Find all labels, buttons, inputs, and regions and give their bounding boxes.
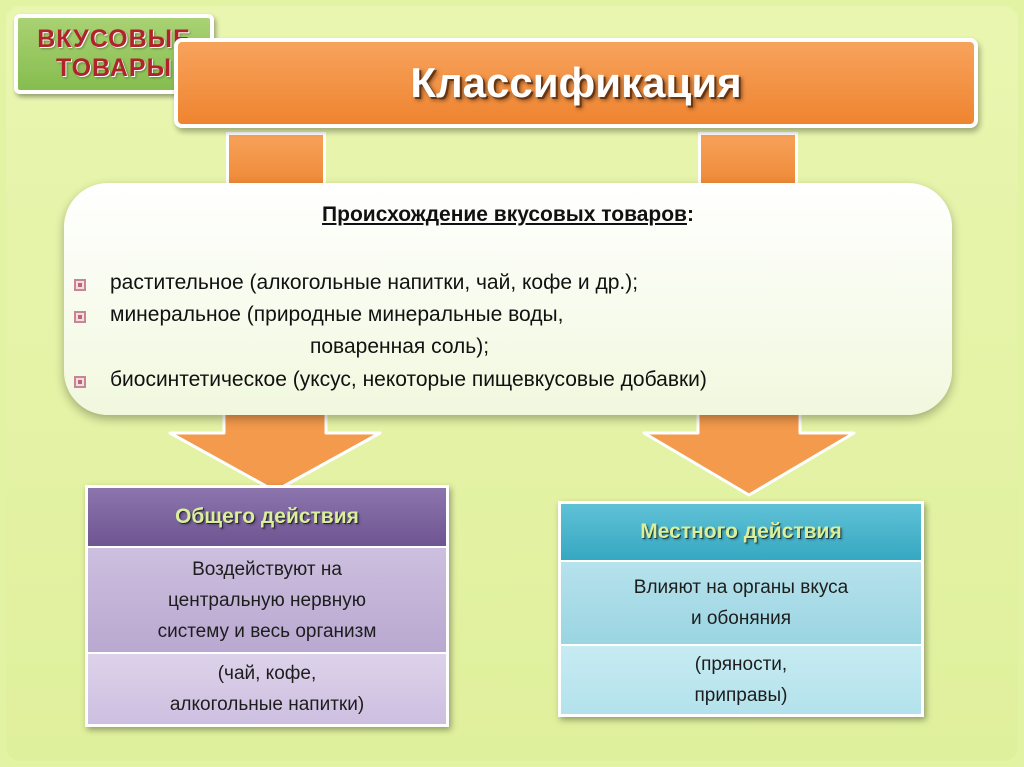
general-action-examples: (чай, кофе, алкогольные напитки) [169,663,365,715]
origin-heading: Происхождение вкусовых товаров: [64,203,952,227]
general-action-header: Общего действия [88,488,446,546]
bullet-icon [74,376,86,388]
local-action-title: Местного действия [640,520,842,543]
bullet-icon [74,279,86,291]
general-action-panel: Общего действия Воздействуют на централь… [85,485,449,727]
general-action-description: Воздействуют на центральную нервную сист… [157,558,377,642]
general-action-title: Общего действия [175,505,359,528]
origin-item-plant: растительное (алкогольные напитки, чай, … [110,271,639,294]
general-action-description-box: Воздействуют на центральную нервную сист… [88,546,446,652]
local-action-examples: (пряности, приправы) [694,654,788,706]
origin-item-biosynthetic: биосинтетическое (уксус, некоторые пищев… [110,368,707,391]
title-bar: Классификация [174,38,978,128]
general-action-examples-box: (чай, кофе, алкогольные напитки) [88,652,446,724]
local-action-panel: Местного действия Влияют на органы вкуса… [558,501,924,717]
origin-item-mineral-continued: поваренная соль); [310,335,490,358]
origin-heading-text: Происхождение вкусовых товаров [322,203,687,226]
local-action-description-box: Влияют на органы вкуса и обоняния [561,560,921,644]
badge-line-1: ВКУСОВЫЕ [37,25,191,53]
badge-line-2: ТОВАРЫ [55,54,173,82]
origin-item-mineral: минеральное (природные минеральные воды, [110,303,564,326]
local-action-header: Местного действия [561,504,921,560]
connector-left [226,132,326,192]
page-title: Классификация [410,59,742,106]
local-action-examples-box: (пряности, приправы) [561,644,921,714]
bullet-icon [74,311,86,323]
origin-card: Происхождение вкусовых товаров: растител… [64,183,952,415]
origin-heading-colon: : [686,203,694,226]
local-action-description: Влияют на органы вкуса и обоняния [633,577,849,629]
